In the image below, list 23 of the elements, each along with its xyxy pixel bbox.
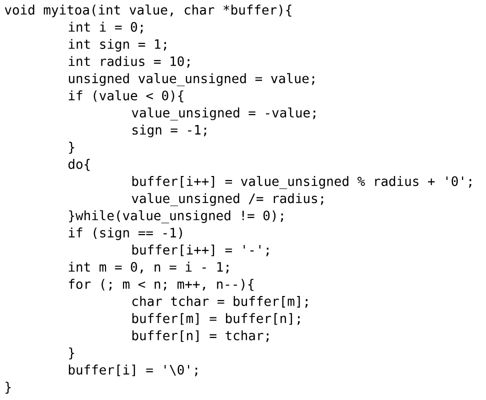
code-line: buffer[i++] = '-'; (132, 244, 269, 256)
code-line: buffer[i] = '\0'; (68, 364, 198, 376)
code-line: buffer[m] = buffer[n]; (132, 313, 300, 325)
code-line: value_unsigned /= radius; (132, 193, 324, 206)
code-line: buffer[n] = tchar; (132, 330, 269, 342)
code-line: } (69, 142, 74, 154)
code-line: int i = 0; (68, 22, 143, 34)
code-line: } (69, 347, 74, 360)
code-line: unsigned value_unsigned = value; (68, 73, 314, 86)
code-line: }while(value_unsigned != 0); (69, 210, 283, 224)
code-line: sign = -1; (132, 124, 206, 138)
code-line: if (sign == -1) (68, 227, 182, 240)
code-line: void myitoa(int value, char *buffer){ (4, 4, 292, 18)
code-line: do{ (68, 158, 90, 171)
code-line: for (; m < n; m++, n--){ (68, 278, 254, 291)
code-line: buffer[i++] = value_unsigned % radius + '0'; (132, 176, 472, 189)
code-line: value_unsigned = -value; (132, 107, 316, 120)
code-line: int radius = 10; (68, 56, 190, 68)
code-line: } (6, 382, 11, 394)
code-line: if (value < 0){ (68, 90, 184, 102)
code-line: char tchar = buffer[m]; (132, 296, 308, 308)
code-line: int m = 0, n = i - 1; (68, 262, 228, 274)
code-line: int sign = 1; (68, 38, 166, 52)
